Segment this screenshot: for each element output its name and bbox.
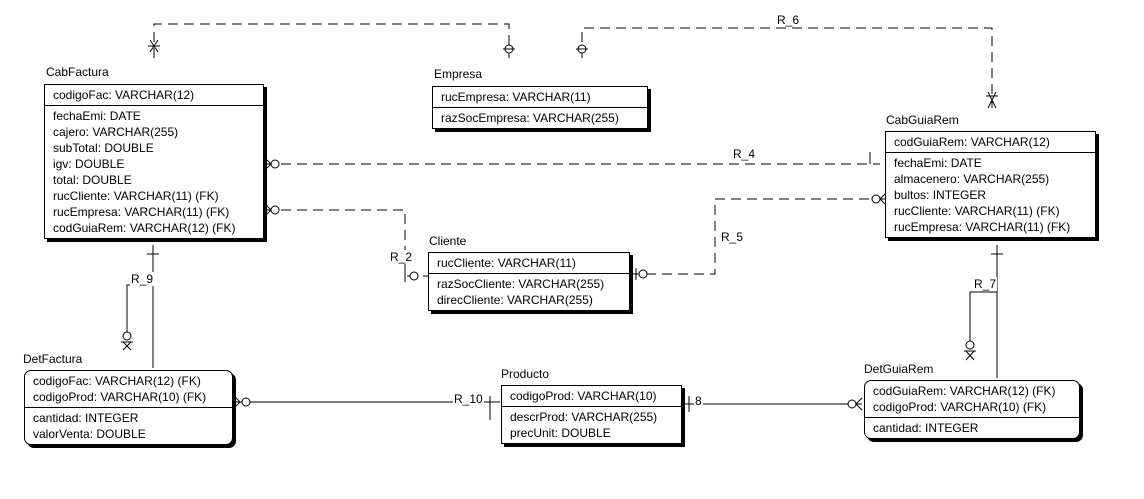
key-attribute: rucCliente: VARCHAR(11) — [437, 256, 576, 270]
attribute: fechaEmi: DATE — [53, 109, 141, 123]
rel-line-cabfactura-empresa — [153, 23, 510, 58]
rel-line-r5 — [630, 198, 886, 275]
entity-box[interactable]: codigoProd: VARCHAR(10) descrProd: VARCH… — [501, 385, 682, 444]
rel-label-r7: R_7 — [973, 277, 998, 291]
entity-title: Producto — [501, 367, 550, 381]
key-section: rucCliente: VARCHAR(11) — [429, 253, 629, 274]
crowfoot-symbol — [986, 91, 998, 109]
entity-title: CabGuiaRem — [886, 113, 959, 127]
attribute: valorVenta: DOUBLE — [33, 427, 146, 441]
entity-box[interactable]: codigoFac: VARCHAR(12) fechaEmi: DATE ca… — [44, 84, 264, 239]
key-section: codigoFac: VARCHAR(12) (FK) codigoProd: … — [25, 371, 232, 408]
crowfoot-symbol — [964, 340, 976, 361]
entity-title: Cliente — [429, 234, 467, 248]
rel-label-r8: 8 — [694, 394, 703, 408]
entity-title: DetGuiaRem — [864, 362, 934, 376]
crowfoot-symbol — [121, 331, 133, 351]
key-attribute: codigoProd: VARCHAR(10) (FK) — [33, 390, 207, 404]
attribute: rucCliente: VARCHAR(11) (FK) — [53, 189, 219, 203]
key-attribute: codGuiaRem: VARCHAR(12) (FK) — [873, 384, 1056, 398]
rel-label-r5: R_5 — [720, 230, 745, 244]
entity-box[interactable]: codGuiaRem: VARCHAR(12) fechaEmi: DATE a… — [885, 131, 1096, 238]
zero-many-symbol — [233, 395, 251, 409]
attribute: codGuiaRem: VARCHAR(12) (FK) — [53, 221, 236, 235]
entity-box[interactable]: rucEmpresa: VARCHAR(11) razSocEmpresa: V… — [432, 86, 648, 129]
attribute-section: fechaEmi: DATE cajero: VARCHAR(255) subT… — [45, 106, 263, 238]
rel-label-r9: R_9 — [130, 272, 155, 286]
attribute: cantidad: INTEGER — [873, 421, 979, 435]
key-attribute: codigoFac: VARCHAR(12) (FK) — [33, 374, 201, 388]
zero-many-symbol — [847, 397, 863, 411]
rel-label-r10: R_10 — [453, 392, 484, 406]
key-attribute: codigoProd: VARCHAR(10) (FK) — [873, 400, 1047, 414]
key-section: codGuiaRem: VARCHAR(12) (FK) codigoProd:… — [865, 381, 1079, 418]
key-attribute: codigoProd: VARCHAR(10) — [510, 389, 657, 403]
attribute: cantidad: INTEGER — [33, 411, 139, 425]
rel-label-r4: R_4 — [732, 147, 757, 161]
attribute-section: cantidad: INTEGER — [865, 418, 1079, 438]
crowfoot-symbol — [148, 39, 160, 58]
key-section: codigoFac: VARCHAR(12) — [45, 85, 263, 106]
entity-box[interactable]: rucCliente: VARCHAR(11) razSocCliente: V… — [428, 252, 630, 311]
key-section: codigoProd: VARCHAR(10) — [502, 386, 681, 407]
entity-title: Empresa — [434, 67, 483, 81]
attribute: subTotal: DOUBLE — [53, 141, 154, 155]
key-attribute: codigoFac: VARCHAR(12) — [53, 88, 195, 102]
attribute-section: razSocCliente: VARCHAR(255) direcCliente… — [429, 274, 629, 310]
attribute: fechaEmi: DATE — [894, 156, 982, 170]
attribute: rucCliente: VARCHAR(11) (FK) — [894, 204, 1060, 218]
zero-many-symbol — [264, 203, 280, 217]
entity-box[interactable]: codGuiaRem: VARCHAR(12) (FK) codigoProd:… — [864, 380, 1080, 439]
attribute: total: DOUBLE — [53, 173, 132, 187]
key-attribute: rucEmpresa: VARCHAR(11) — [441, 90, 591, 104]
attribute-section: descrProd: VARCHAR(255) precUnit: DOUBLE — [502, 407, 681, 443]
one-optional-symbol — [635, 268, 648, 280]
key-section: rucEmpresa: VARCHAR(11) — [433, 87, 647, 108]
attribute-section: cantidad: INTEGER valorVenta: DOUBLE — [25, 408, 232, 444]
attribute: direcCliente: VARCHAR(255) — [437, 293, 593, 307]
key-section: codGuiaRem: VARCHAR(12) — [886, 132, 1095, 153]
rel-label-r2: R_2 — [389, 250, 414, 264]
one-optional-symbol — [404, 270, 419, 282]
attribute: igv: DOUBLE — [53, 157, 125, 171]
rel-line-r2 — [265, 209, 430, 277]
entity-title: CabFactura — [46, 65, 109, 79]
one-optional-symbol — [576, 44, 588, 54]
attribute: descrProd: VARCHAR(255) — [510, 410, 658, 424]
rel-line-r6 — [581, 27, 993, 108]
attribute-section: razSocEmpresa: VARCHAR(255) — [433, 108, 647, 128]
attribute: precUnit: DOUBLE — [510, 426, 611, 440]
key-attribute: codGuiaRem: VARCHAR(12) — [894, 135, 1050, 149]
attribute: bultos: INTEGER — [894, 188, 987, 202]
rel-label-r6: R_6 — [776, 13, 801, 27]
zero-many-symbol — [264, 157, 280, 171]
attribute: rucEmpresa: VARCHAR(11) (FK) — [894, 220, 1071, 234]
attribute: cajero: VARCHAR(255) — [53, 125, 179, 139]
attribute: razSocEmpresa: VARCHAR(255) — [441, 111, 619, 125]
one-optional-symbol — [503, 44, 515, 54]
attribute: almacenero: VARCHAR(255) — [894, 172, 1050, 186]
entity-box[interactable]: codigoFac: VARCHAR(12) (FK) codigoProd: … — [24, 370, 233, 445]
attribute-section: fechaEmi: DATE almacenero: VARCHAR(255) … — [886, 153, 1095, 237]
attribute: razSocCliente: VARCHAR(255) — [437, 277, 605, 291]
entity-title: DetFactura — [23, 352, 83, 366]
attribute: rucEmpresa: VARCHAR(11) (FK) — [53, 205, 230, 219]
